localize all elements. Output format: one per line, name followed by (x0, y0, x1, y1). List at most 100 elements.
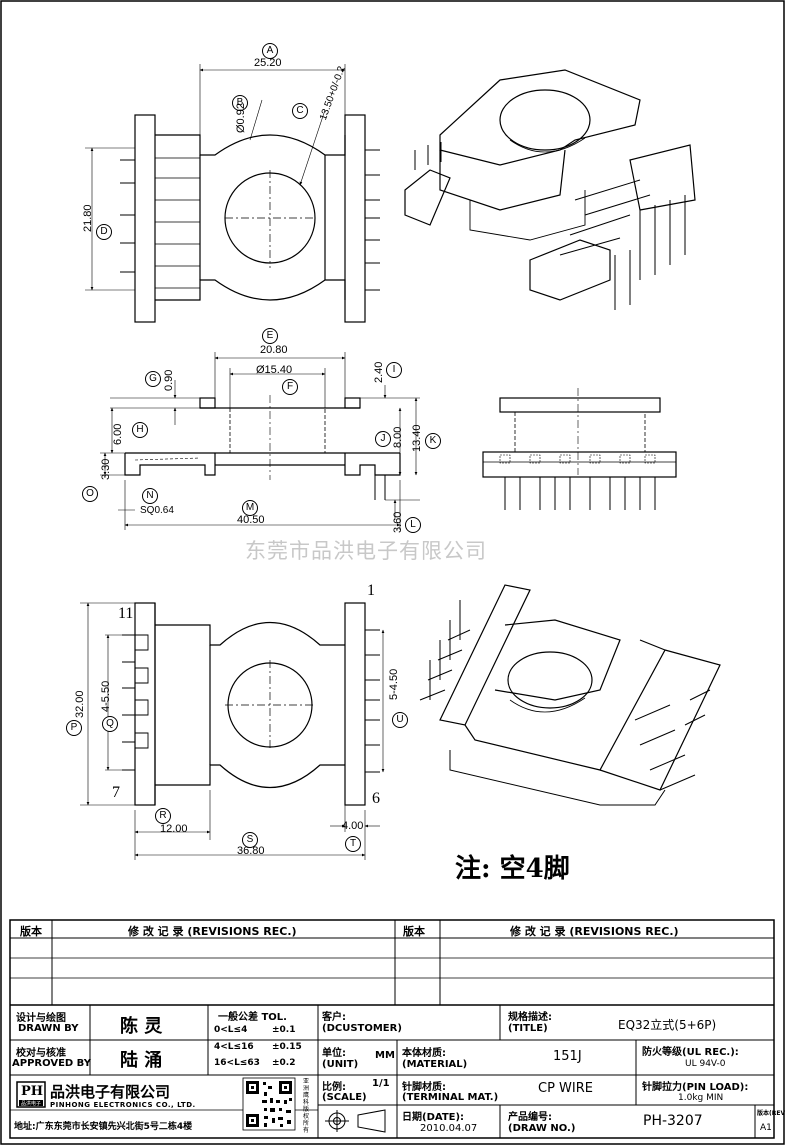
terminal-value: CP WIRE (538, 1081, 593, 1096)
tolerance-value-2: ±0.15 (272, 1042, 302, 1052)
projection-symbol-icon (325, 1109, 386, 1133)
view-side-section (100, 352, 420, 530)
dim-u-value: 5-4.50 (388, 668, 400, 700)
dim-b-value: Ø0.92 (235, 103, 247, 133)
rev-value: A1 (760, 1123, 772, 1133)
note-empty-pin: 注: 空4脚 (455, 854, 570, 884)
dim-k-value: 13.40 (411, 424, 423, 452)
tolerance-value-1: ±0.1 (272, 1025, 296, 1035)
tolerance-range-3: 16<L≤63 (214, 1058, 260, 1068)
terminal-label-en: (TERMINAL MAT.) (402, 1092, 499, 1103)
ul-value: UL 94V-0 (685, 1059, 726, 1069)
rev-label: 版本(REV): (757, 1110, 785, 1117)
unit-value: MM (375, 1050, 395, 1061)
callout-g: G (145, 371, 161, 387)
drawn-by-label-cn: 设计与绘图 (16, 1013, 66, 1024)
callout-r: R (155, 808, 171, 824)
view-front-top (85, 64, 380, 323)
callout-m: M (242, 500, 258, 516)
company-address: 地址:广东东莞市长安镇先兴北街5号二栋4楼 (14, 1122, 193, 1132)
draw-no-label-cn: 产品编号: (508, 1112, 552, 1123)
callout-u: U (392, 712, 408, 728)
dim-m-value: 40.50 (237, 514, 265, 526)
view-side-right (482, 388, 677, 510)
dim-g-value: 0.90 (163, 369, 175, 391)
customer-label-en: (DCUSTOMER) (322, 1023, 402, 1034)
rev-col-record-2: 修 改 记 录 (REVISIONS REC.) (510, 925, 679, 938)
material-label-en: (MATERIAL) (402, 1059, 468, 1070)
dim-q-value: 4-5.50 (100, 680, 112, 712)
view-bottom-plan (80, 602, 385, 860)
pin-load-label: 针脚拉力(PIN LOAD): (642, 1082, 749, 1093)
company-name-en: PINHONG ELECTRONICS CO., LTD. (50, 1101, 196, 1109)
logo-mark: PH (21, 1084, 44, 1099)
dim-o-value: 3.30 (100, 458, 112, 480)
approved-by-label-en: APPROVED BY (12, 1058, 91, 1069)
logo-subtitle: 品洪电子 (21, 1101, 42, 1107)
view-iso-bottom (419, 584, 721, 806)
product-title: EQ32立式(5+6P) (618, 1018, 717, 1032)
dim-l-value: 3.60 (392, 511, 404, 533)
tolerance-value-3: ±0.2 (272, 1058, 296, 1068)
material-value: 151J (553, 1049, 582, 1064)
callout-q: Q (102, 716, 118, 732)
company-logo (16, 1081, 46, 1108)
dim-i-value: 2.40 (373, 361, 385, 383)
callout-d: D (96, 224, 112, 240)
scale-value: 1/1 (372, 1078, 390, 1089)
callout-p: P (66, 720, 82, 736)
callout-e: E (262, 328, 278, 344)
material-label-cn: 本体材质: (402, 1048, 446, 1059)
terminal-label-cn: 针脚材质: (402, 1082, 446, 1093)
callout-i: I (386, 362, 402, 378)
dim-n-value: SQ0.64 (140, 505, 174, 516)
callout-l: L (405, 517, 421, 533)
tolerance-title: 一般公差 TOL. (218, 1012, 287, 1023)
title-block-grid (9, 919, 775, 1139)
dim-e-value: 20.80 (260, 344, 288, 356)
unit-label-cn: 单位: (322, 1048, 346, 1059)
qr-side-text: 亚洲鹰科版权所有 (303, 1078, 310, 1134)
callout-h: H (132, 422, 148, 438)
title-label-en: (TITLE) (508, 1023, 548, 1034)
dim-h-value: 6.00 (112, 423, 124, 445)
company-name-cn: 品洪电子有限公司 (50, 1083, 171, 1101)
callout-j: J (375, 431, 391, 447)
tolerance-range-1: 0<L≤4 (214, 1025, 248, 1035)
pin-load-value: 1.0kg MIN (678, 1093, 724, 1103)
pin-label-6: 6 (372, 790, 380, 807)
ul-label: 防火等级(UL REC.): (642, 1047, 739, 1058)
dim-t-value: 4.00 (342, 820, 364, 832)
watermark: 东莞市品洪电子有限公司 (245, 539, 487, 563)
scale-label-en: (SCALE) (322, 1092, 367, 1103)
dim-d-value: 21.80 (82, 204, 94, 232)
callout-o: O (82, 486, 98, 502)
dim-f-value: Ø15.40 (256, 364, 293, 376)
callout-b: B (232, 95, 248, 111)
approved-by-name: 陆 涌 (120, 1050, 163, 1071)
approved-by-label-cn: 校对与核准 (16, 1048, 66, 1059)
draw-no-label-en: (DRAW NO.) (508, 1123, 576, 1134)
drawn-by-label-en: DRAWN BY (18, 1023, 79, 1034)
dim-p-value: 32.00 (74, 690, 86, 718)
rev-col-version-2: 版本 (403, 925, 425, 938)
draw-no-value: PH-3207 (643, 1113, 703, 1129)
callout-f: F (282, 379, 298, 395)
view-iso-top (404, 69, 696, 310)
rev-col-record-1: 修 改 记 录 (REVISIONS REC.) (128, 925, 297, 938)
date-label: 日期(DATE): (402, 1112, 465, 1123)
pin-label-11: 11 (118, 605, 134, 622)
drawn-by-name: 陈 灵 (120, 1016, 163, 1037)
unit-label-en: (UNIT) (322, 1059, 359, 1070)
dim-a-value: 25.20 (254, 57, 282, 69)
callout-s: S (242, 832, 258, 848)
callout-a: A (262, 43, 278, 59)
pin-label-1: 1 (367, 582, 375, 599)
date-value: 2010.04.07 (420, 1123, 478, 1134)
scale-label-cn: 比例: (322, 1082, 346, 1093)
dim-r-value: 12.00 (160, 823, 188, 835)
callout-t: T (345, 836, 361, 852)
dim-s-value: 36.80 (237, 845, 265, 857)
